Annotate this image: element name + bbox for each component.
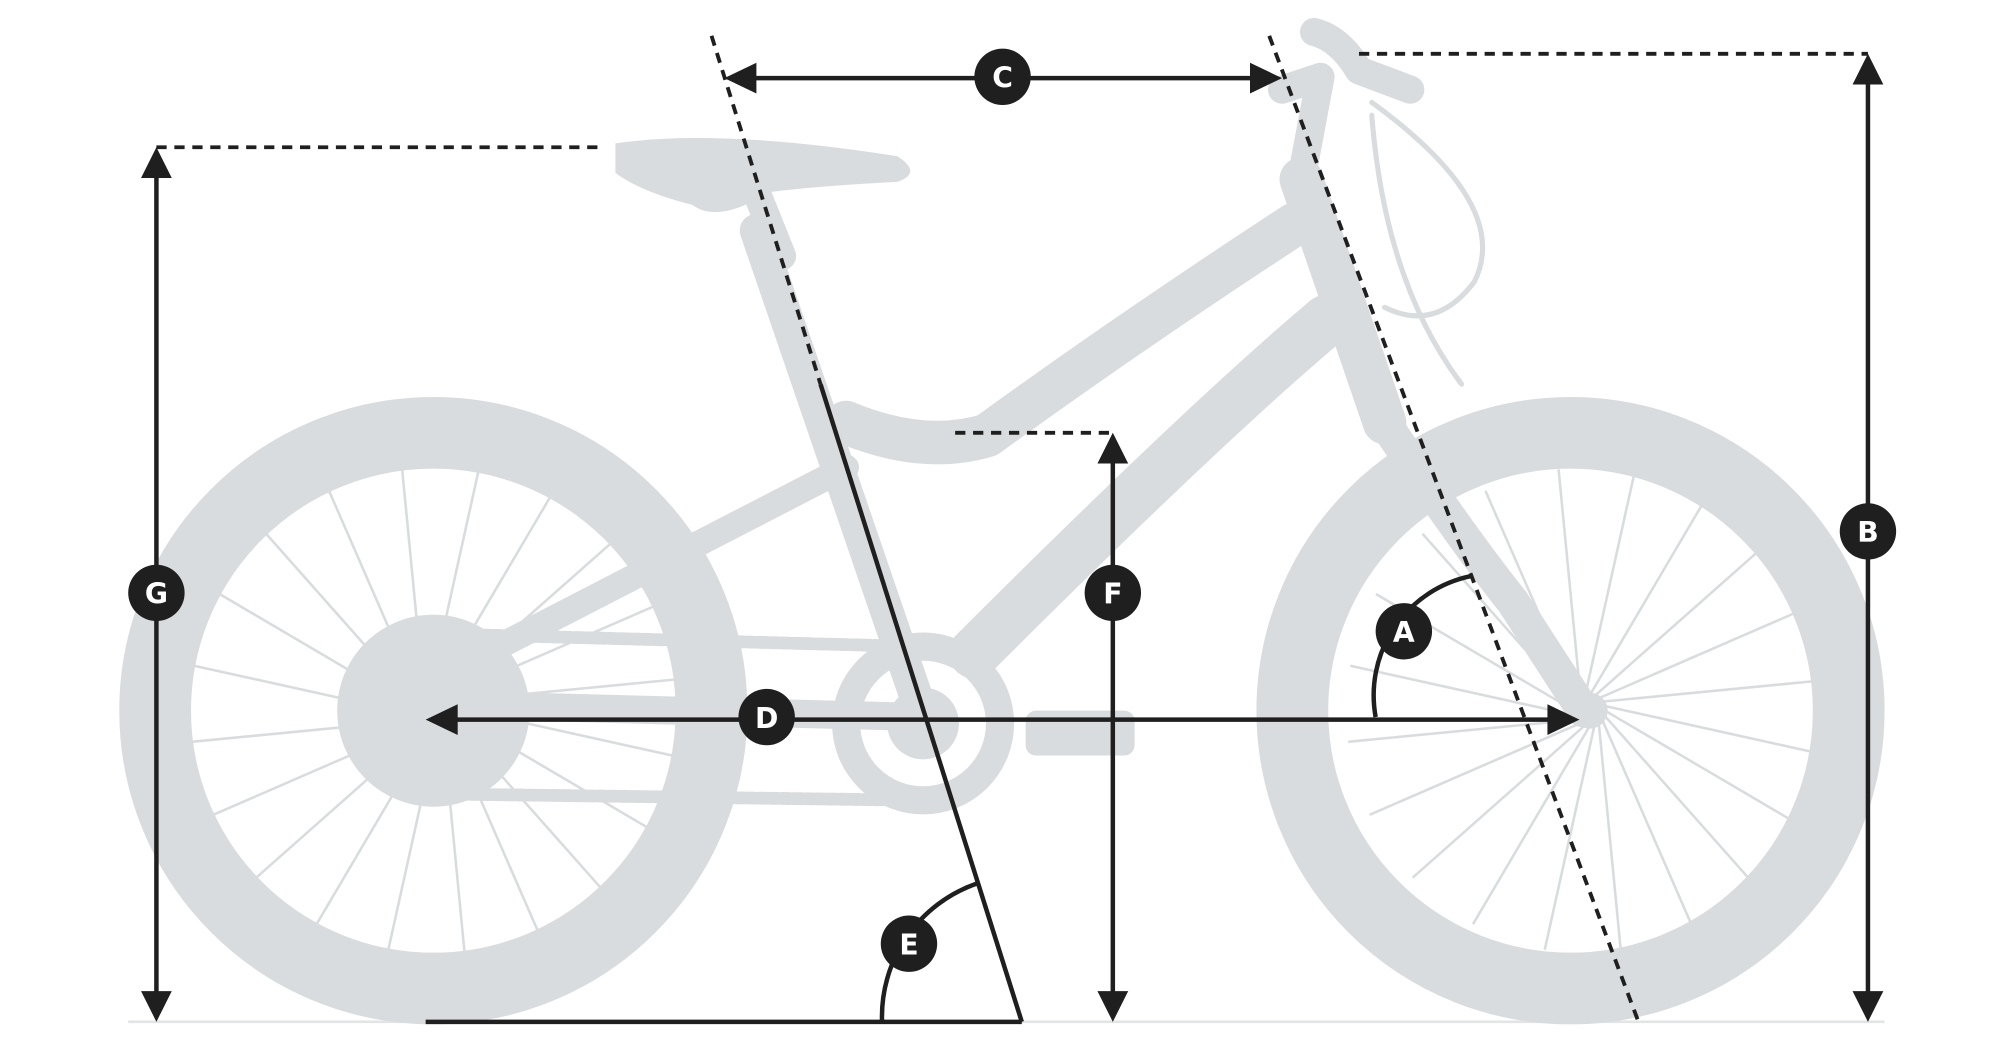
spoke xyxy=(1588,496,1708,696)
spoke xyxy=(1557,469,1582,699)
svg-text:F: F xyxy=(1103,578,1122,611)
seat-tube-axis xyxy=(818,383,1024,1023)
spoke xyxy=(1471,725,1591,925)
spoke xyxy=(1604,709,1805,829)
spoke xyxy=(1583,471,1637,697)
spoke xyxy=(1350,664,1576,717)
svg-text:B: B xyxy=(1857,516,1878,549)
spoke xyxy=(1593,542,1768,698)
spoke xyxy=(1411,724,1586,879)
spoke xyxy=(1602,678,1832,703)
spoke xyxy=(1604,704,1830,757)
head-tube-axis-dashed xyxy=(1267,35,1641,1023)
label-c: C xyxy=(974,48,1031,105)
bike-silhouette xyxy=(119,17,1885,1025)
spoke xyxy=(1348,718,1578,744)
spoke xyxy=(1543,725,1596,951)
spoke xyxy=(1598,605,1811,700)
front-wheel xyxy=(1256,396,1885,1025)
spoke xyxy=(1601,719,1696,932)
dimension-d-wheelbase xyxy=(425,704,1580,735)
label-e: E xyxy=(880,915,938,972)
svg-text:D: D xyxy=(755,702,778,735)
svg-text:A: A xyxy=(1393,616,1415,649)
svg-text:G: G xyxy=(145,578,168,611)
label-b: B xyxy=(1839,503,1897,560)
spoke xyxy=(1369,721,1582,817)
spoke xyxy=(1603,714,1758,889)
svg-text:C: C xyxy=(992,62,1013,95)
dimension-f-standover xyxy=(955,430,1129,1022)
spoke xyxy=(1597,722,1623,953)
label-g: G xyxy=(128,564,185,622)
frame xyxy=(419,99,1601,734)
seat-tube-axis-dashed xyxy=(709,35,823,385)
label-a: A xyxy=(1375,603,1433,660)
label-d: D xyxy=(738,688,795,746)
label-f: F xyxy=(1084,564,1142,622)
handlebar xyxy=(1267,17,1425,194)
svg-text:E: E xyxy=(899,929,918,962)
